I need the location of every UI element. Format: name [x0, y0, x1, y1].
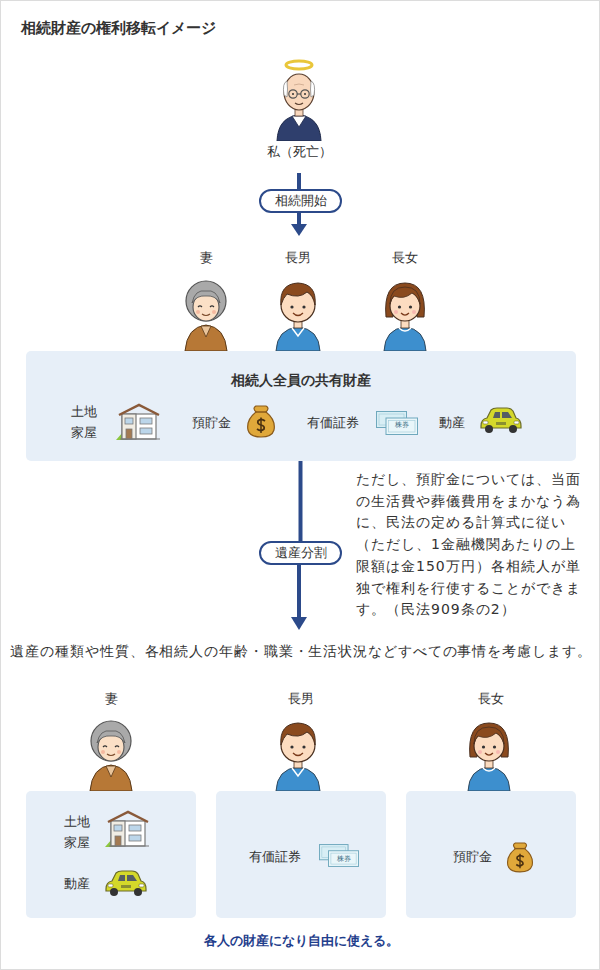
- note-text: ただし、預貯金については、当面の生活費や葬儀費用をまかなう為に、民法の定める計算…: [356, 469, 590, 621]
- diagram-title: 相続財産の権利移転イメージ: [21, 18, 216, 38]
- asset-label: 預貯金: [453, 846, 513, 867]
- asset-label: 有価証券: [307, 412, 377, 433]
- step-pill: 遺産分割: [259, 541, 342, 565]
- shared-estate-box: 相続人全員の共有財産土地 家屋 預貯金 有価証券 動産: [26, 351, 576, 461]
- asset-label: 動産: [64, 873, 104, 894]
- diagram-caption: 各人の財産になり自由に使える。: [1, 932, 600, 950]
- step-pill: 相続開始: [259, 189, 342, 213]
- heir-name: 長男: [273, 250, 323, 266]
- heir-name: 長女: [380, 250, 430, 266]
- wife-figure: [90, 721, 132, 791]
- start-arrow-head: [291, 224, 307, 236]
- heir-name: 長女: [406, 691, 576, 707]
- daughter-figure: [384, 283, 426, 351]
- heir-estate-box: 妻土地 家屋動産: [26, 791, 196, 918]
- heir-name: 妻: [26, 691, 196, 707]
- note-text: 遺産の種類や性質、各相続人の年齢・職業・生活状況などすべての事情を考慮します。: [1, 642, 600, 660]
- person-label: 私（死亡）: [249, 144, 349, 160]
- flow-connector: [300, 461, 301, 541]
- asset-label: 土地 家屋: [64, 811, 94, 853]
- step-label: 相続開始: [261, 191, 340, 211]
- daughter-figure: [468, 723, 510, 791]
- asset-label: 有価証券: [249, 846, 319, 867]
- step-label: 遺産分割: [261, 543, 340, 563]
- son-figure: [276, 283, 320, 351]
- heir-name: 長男: [216, 691, 386, 707]
- split-arrow-head: [291, 617, 307, 630]
- asset-label: 土地 家屋: [71, 401, 101, 443]
- box-heading: 相続人全員の共有財産: [26, 371, 576, 389]
- connector-line: [299, 461, 303, 541]
- heir-estate-box: 長男有価証券: [216, 791, 386, 918]
- asset-label: 預貯金: [192, 412, 252, 433]
- heir-name: 妻: [181, 250, 231, 266]
- wife-figure: [185, 281, 227, 351]
- heir-estate-box: 長女預貯金: [406, 791, 576, 918]
- icon-text: 株券: [332, 855, 356, 863]
- icon-text: 株券: [390, 421, 414, 429]
- deceased-figure: [277, 61, 321, 141]
- split-arrow-line: [297, 563, 301, 620]
- son-figure: [276, 723, 320, 791]
- asset-label: 動産: [439, 412, 479, 433]
